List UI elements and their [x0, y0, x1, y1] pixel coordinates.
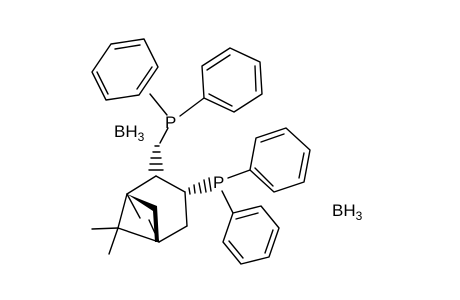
borane-left-label: BH3: [114, 122, 145, 144]
phenyl-ring-lower-bottom: [222, 205, 280, 265]
pinane-skeleton: [91, 175, 188, 255]
hashed-bond-ch2: [148, 145, 164, 171]
phosphorus-upper-label: P: [165, 113, 176, 132]
phenyl-ring-upper-right: [201, 47, 263, 113]
phosphorus-upper-group: P: [149, 93, 205, 144]
phenyl-ring-lower-right: [249, 127, 311, 193]
borane-left: BH3: [114, 122, 145, 144]
borane-right: BH3: [332, 201, 363, 223]
phosphorus-lower-label: P: [213, 173, 224, 192]
phosphorus-lower-group: P: [213, 169, 251, 214]
hashed-bond-p-lower: [188, 177, 212, 195]
phenyl-ring-upper-left: [91, 38, 159, 101]
borane-right-label: BH3: [332, 201, 363, 223]
